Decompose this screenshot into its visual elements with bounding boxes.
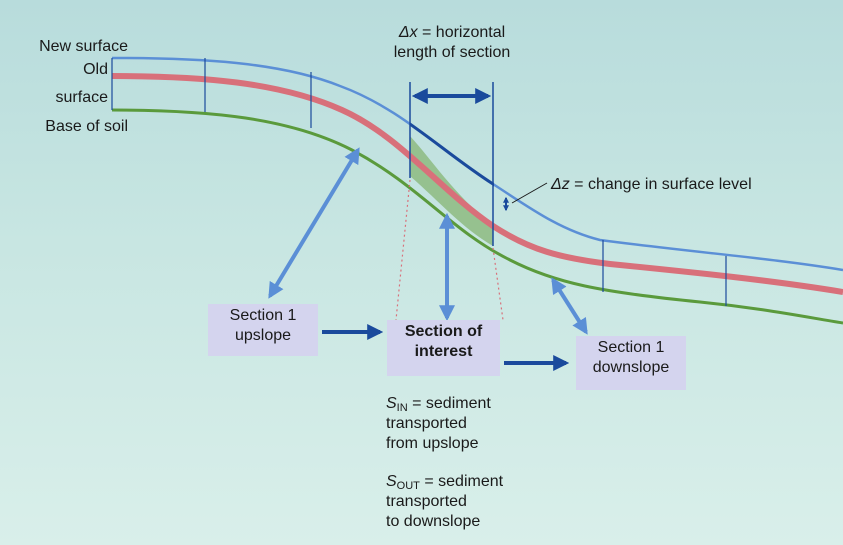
dx-text-line2: length of section <box>393 44 511 61</box>
upslope-link-arrow <box>268 147 360 299</box>
dx-label: Δx = horizontal length of section <box>360 23 544 63</box>
old-surface-label-line1: Old <box>83 61 108 78</box>
sediment-out-description: SOUT = sediment transported to downslope <box>386 472 503 532</box>
s-in-text-line3: from upslope <box>386 435 479 452</box>
dx-text: = horizontal <box>417 24 506 41</box>
interest-line1: Section of <box>404 323 483 340</box>
section-tick-marks <box>111 58 727 306</box>
s-out-symbol: S <box>386 473 397 490</box>
section-upslope-box: Section 1 upslope <box>208 304 318 356</box>
projection-lines <box>395 179 504 321</box>
s-in-subscript: IN <box>396 402 408 414</box>
downslope-line2: downslope <box>592 359 670 376</box>
s-out-text-line3: to downslope <box>386 513 481 530</box>
new-surface-section-segment <box>410 122 494 187</box>
s-in-symbol: S <box>386 395 397 412</box>
downslope-link-arrow <box>551 277 588 335</box>
downslope-line1: Section 1 <box>597 339 665 356</box>
dz-leader-line <box>511 182 548 204</box>
old-surface-label-line2: surface <box>55 89 108 106</box>
sediment-in-description: SIN = sediment transported from upslope <box>386 394 491 454</box>
s-out-text-line2: transported <box>386 493 467 510</box>
new-surface-label: New surface <box>39 38 128 55</box>
s-out-text-line1: = sediment <box>419 473 504 490</box>
s-out-subscript: OUT <box>396 480 420 492</box>
upslope-line1: Section 1 <box>229 307 297 324</box>
s-in-text-line1: = sediment <box>407 395 491 412</box>
section-boundaries <box>409 82 494 246</box>
s-in-text-line2: transported <box>386 415 467 432</box>
dx-symbol: Δx <box>398 24 418 41</box>
base-of-soil-label: Base of soil <box>45 118 128 135</box>
section-downslope-box: Section 1 downslope <box>576 336 686 390</box>
base-of-soil-line <box>111 108 843 325</box>
new-surface-line <box>111 56 843 272</box>
interest-line2: interest <box>414 343 473 360</box>
dz-text: = change in surface level <box>569 176 752 193</box>
section-of-interest-box: Section of interest <box>387 320 500 376</box>
dz-symbol: Δz <box>551 176 570 193</box>
upslope-line2: upslope <box>234 327 292 344</box>
dz-label: Δz = change in surface level <box>551 175 752 195</box>
